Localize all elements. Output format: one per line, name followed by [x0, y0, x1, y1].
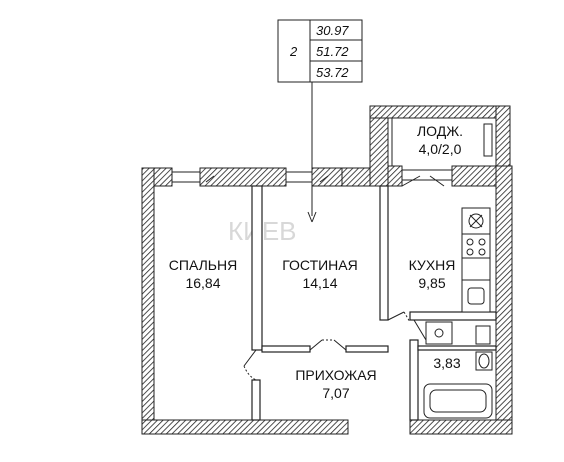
total-area-2: 51.72: [316, 44, 349, 59]
area-table: [277, 19, 363, 83]
total-area-3: 53.72: [316, 65, 349, 80]
room-kitchen-name: КУХНЯ: [409, 257, 456, 273]
room-loggia-area: 4,0/2,0: [419, 141, 462, 157]
inner-walls: [251, 185, 497, 421]
room-bathroom-area: 3,83: [433, 355, 460, 371]
room-hallway-area: 7,07: [322, 385, 349, 401]
windows: [171, 117, 493, 183]
room-bedroom-area: 16,84: [185, 275, 220, 291]
room-living-name: ГОСТИНАЯ: [282, 257, 358, 273]
outer-walls: [141, 105, 513, 435]
rooms-count: 2: [289, 44, 298, 59]
bathroom-fixtures: [423, 321, 493, 419]
room-kitchen-area: 9,85: [418, 275, 445, 291]
room-hallway-name: ПРИХОЖАЯ: [295, 367, 376, 383]
kitchen-appliances: [461, 207, 491, 313]
doors: [205, 175, 445, 381]
total-area-1: 30.97: [316, 23, 349, 38]
room-bedroom-name: СПАЛЬНЯ: [169, 257, 237, 273]
room-living-area: 14,14: [302, 275, 337, 291]
room-loggia-name: ЛОДЖ.: [417, 123, 463, 139]
